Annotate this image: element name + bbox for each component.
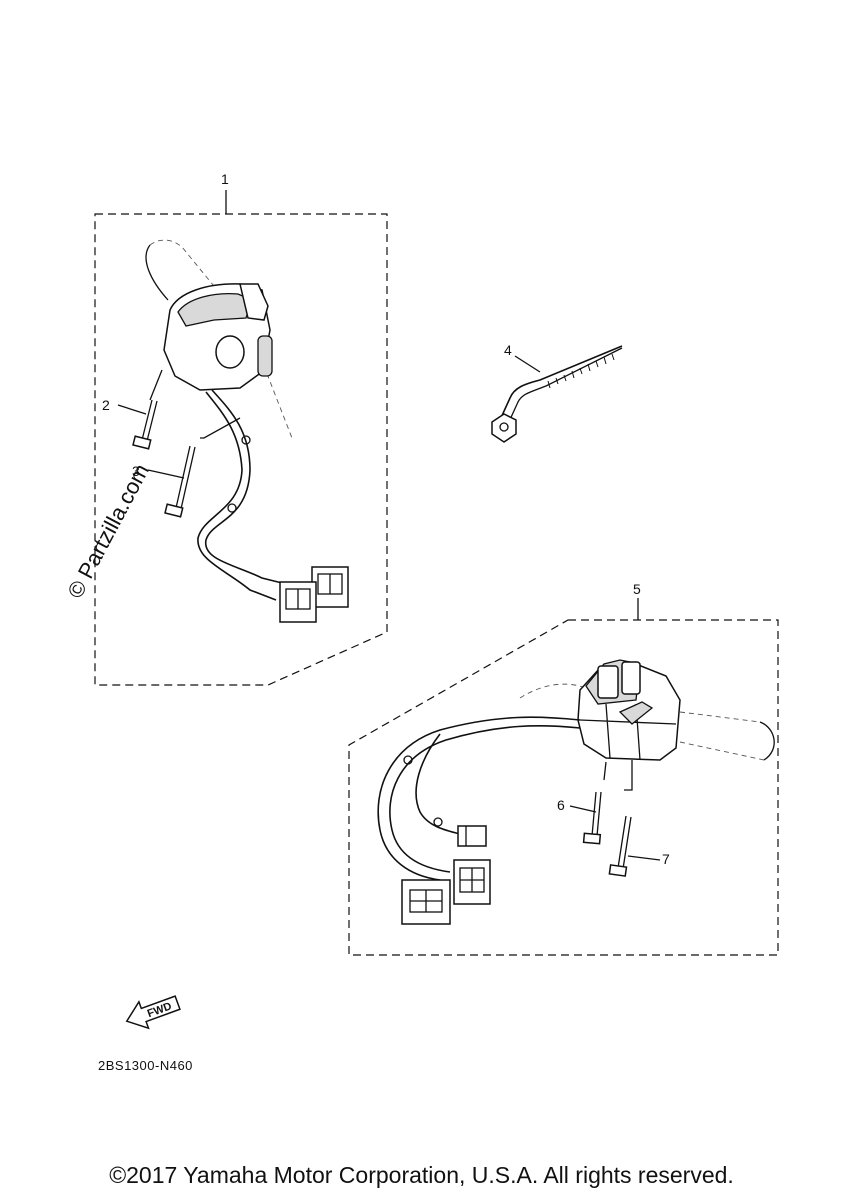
left-switch-assembly: 1 2 [94,171,388,686]
right-switch-button-b[interactable] [621,661,641,695]
right-connector-small [457,825,487,847]
bolt-7 [608,815,632,877]
cable-tie-assembly: 4 [491,342,623,443]
right-handlebar-rod [519,683,765,761]
right-bolt-leader [603,760,633,791]
fwd-arrow-icon: FWD [125,995,181,1030]
left-switch-top-cap [177,292,253,327]
part-7-leader [627,855,661,861]
right-switch-button-a[interactable] [597,665,619,699]
right-switch-lever[interactable] [618,701,654,725]
handlebar-rod-edge [145,244,169,301]
part-label-7: 7 [662,851,670,867]
part-label-3: 3 [132,463,140,479]
part-3-leader [147,469,185,479]
cable-tie-strap [499,345,623,421]
partzilla-watermark: © Partzilla.com [62,460,154,603]
right-wire-harness-2 [389,724,581,873]
right-switch-assembly: 5 [348,581,779,956]
right-wire-band-2 [433,817,443,827]
bolt-6 [582,791,602,845]
left-wire-band-2 [227,503,237,513]
left-wire-harness-2 [197,391,277,601]
right-wire-harness-3 [415,733,461,835]
part-6-leader [569,805,597,813]
left-wire-band-1 [241,435,251,445]
diagram-code: 2BS1300-N460 [98,1058,193,1073]
cable-tie-head [491,413,517,443]
left-connector-b [279,581,317,623]
right-connector-b [401,879,451,925]
left-wire-harness [205,389,291,586]
left-switch-lever[interactable] [257,335,273,377]
cable-tie-strap-edge [507,347,623,425]
part-label-5: 5 [633,581,641,597]
part-label-4: 4 [504,342,512,358]
part-4-leader [514,355,541,373]
right-handlebar-end [759,721,775,761]
cable-tie-serration [547,353,615,389]
left-switch-button [239,283,269,321]
part-5-dashed-outline [348,619,779,956]
left-connector-a [311,566,349,608]
left-switch-bar-hole [215,335,245,369]
right-wire-band-1 [403,755,413,765]
bolt-2 [132,399,158,450]
right-wire-harness [377,716,581,881]
bolt-3 [164,445,196,518]
left-bolt-leader [149,369,241,439]
part-2-leader [117,404,147,415]
part-label-1: 1 [221,171,229,187]
part-label-6: 6 [557,797,565,813]
right-connector-a [453,859,491,905]
copyright-notice: ©2017 Yamaha Motor Corporation, U.S.A. A… [109,1162,734,1188]
part-label-2: 2 [102,397,110,413]
